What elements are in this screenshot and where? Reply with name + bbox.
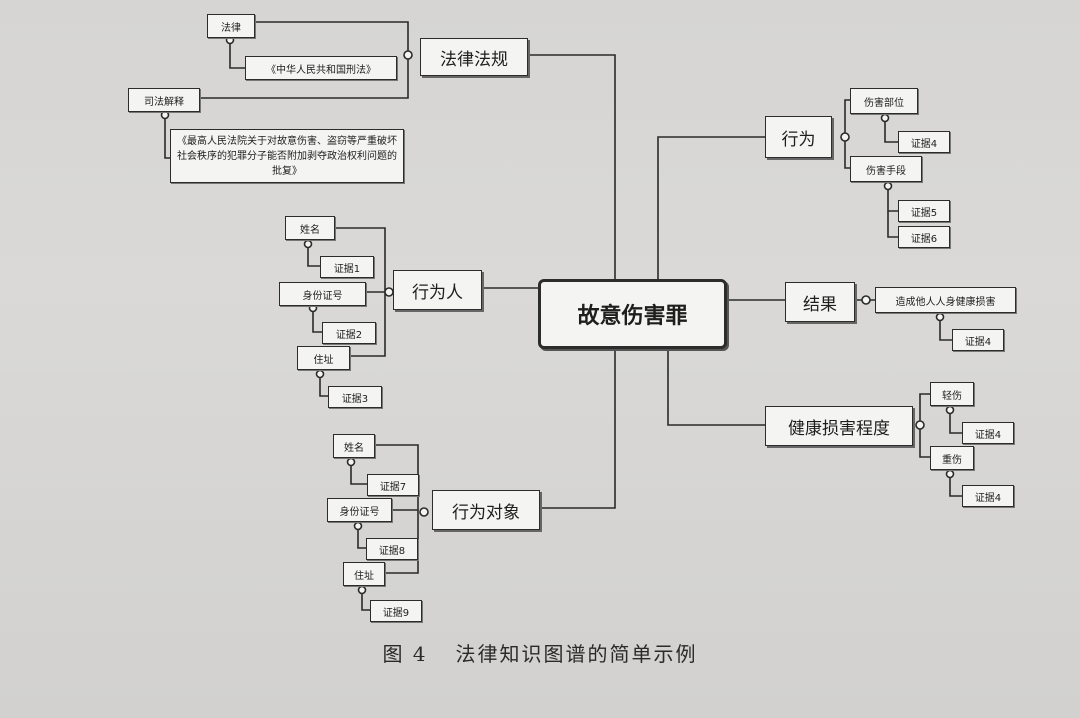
act-means-evidence-a: 证据5 xyxy=(898,200,950,222)
link-means-ev6 xyxy=(887,211,898,238)
link-center-law xyxy=(528,54,616,289)
link-target-addr xyxy=(385,512,419,574)
link-id-ev2 xyxy=(312,305,322,333)
result-node: 结果 xyxy=(785,282,855,322)
center-node: 故意伤害罪 xyxy=(538,279,727,349)
actor-id-node: 身份证号 xyxy=(279,282,366,306)
actor-id-evidence: 证据2 xyxy=(322,322,376,344)
link-statute-name xyxy=(229,38,245,69)
target-id-evidence: 证据8 xyxy=(366,538,418,560)
act-part-evidence: 证据4 xyxy=(898,131,950,153)
link-sev-serious xyxy=(919,425,930,458)
statute-name-node: 《中华人民共和国刑法》 xyxy=(245,56,397,80)
actor-name-node: 姓名 xyxy=(285,216,335,240)
target-address-evidence: 证据9 xyxy=(370,600,422,622)
link-center-act xyxy=(657,136,765,289)
link-act-means xyxy=(844,137,850,169)
figure-title: 法律知识图谱的简单示例 xyxy=(455,642,698,666)
actor-address-node: 住址 xyxy=(297,346,350,370)
link-detail-ev4 xyxy=(939,313,952,341)
target-address-node: 住址 xyxy=(343,562,385,586)
link-center-severity xyxy=(667,348,765,426)
link-actor-addr xyxy=(350,292,386,357)
law-node: 法律法规 xyxy=(420,38,528,76)
result-evidence: 证据4 xyxy=(952,329,1004,351)
link-actor-name xyxy=(335,227,386,292)
actor-address-evidence: 证据3 xyxy=(328,386,382,408)
link-serious-ev4 xyxy=(949,470,962,497)
act-means-evidence-b: 证据6 xyxy=(898,226,950,248)
severity-serious-evidence: 证据4 xyxy=(962,485,1014,507)
figure-number: 图 4 xyxy=(382,642,428,666)
link-act-part xyxy=(844,99,850,137)
statute-node: 法律 xyxy=(207,14,255,38)
target-node: 行为对象 xyxy=(432,490,540,530)
act-means-node: 伤害手段 xyxy=(850,156,922,182)
result-detail-node: 造成他人人身健康损害 xyxy=(875,287,1016,313)
interpretation-node: 司法解释 xyxy=(128,88,200,112)
link-law-statute xyxy=(255,21,409,55)
target-name-evidence: 证据7 xyxy=(367,474,419,496)
severity-node: 健康损害程度 xyxy=(765,406,913,446)
link-addr-ev3 xyxy=(319,370,328,397)
severity-serious-node: 重伤 xyxy=(930,446,974,470)
link-law-interp xyxy=(200,55,409,99)
actor-name-evidence: 证据1 xyxy=(320,256,374,278)
target-id-node: 身份证号 xyxy=(327,498,392,522)
link-name-ev7 xyxy=(350,458,367,485)
link-id-ev8 xyxy=(357,522,366,549)
interpretation-text-node: 《最高人民法院关于对故意伤害、盗窃等严重破坏社会秩序的犯罪分子能否附加剥夺政治权… xyxy=(170,129,404,183)
link-part-ev4 xyxy=(884,114,898,143)
severity-minor-evidence: 证据4 xyxy=(962,422,1014,444)
link-name-ev1 xyxy=(307,240,320,267)
severity-minor-node: 轻伤 xyxy=(930,382,974,406)
actor-node: 行为人 xyxy=(393,270,482,310)
link-sev-minor xyxy=(919,393,930,425)
act-part-node: 伤害部位 xyxy=(850,88,918,114)
link-interp-text xyxy=(164,110,170,159)
act-node: 行为 xyxy=(765,116,832,158)
figure-caption: 图 4 法律知识图谱的简单示例 xyxy=(0,638,1080,667)
link-minor-ev4 xyxy=(949,406,962,434)
target-name-node: 姓名 xyxy=(333,434,375,458)
